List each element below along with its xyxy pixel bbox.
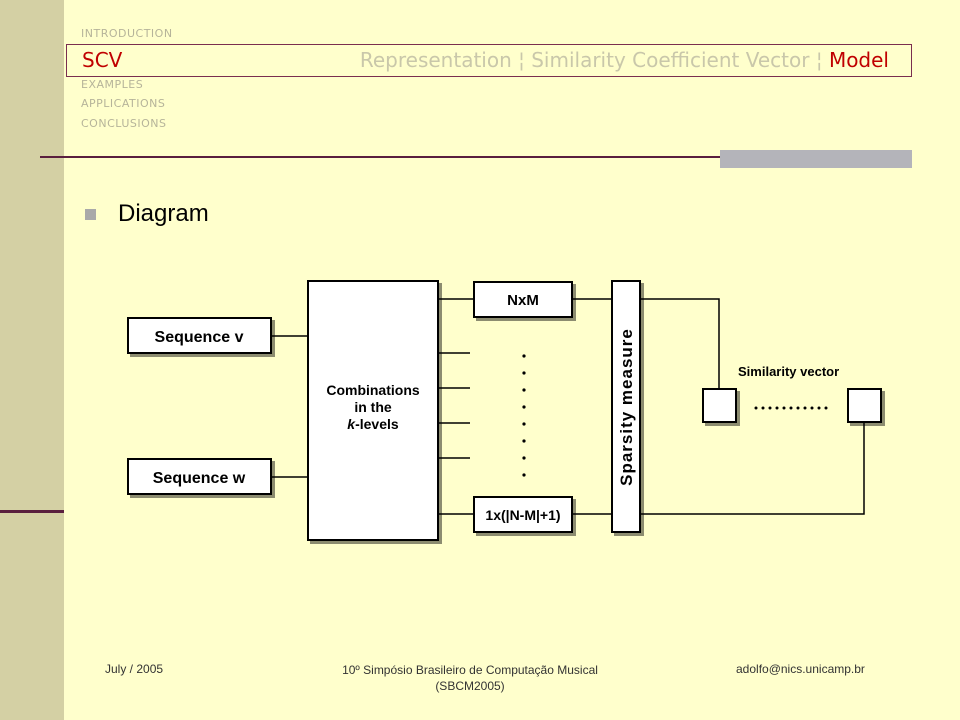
sparsity-box: [611, 280, 641, 533]
bullet-diagram-title: Diagram: [118, 200, 209, 227]
nav-introduction[interactable]: INTRODUCTION: [81, 27, 173, 40]
header-rule-block: [720, 150, 912, 168]
sidebar-marker: [0, 510, 64, 513]
bottom-matrix-label: 1x(|N-M|+1): [485, 507, 560, 523]
sequence-v-label: Sequence v: [155, 329, 244, 346]
combinations-levels: -levels: [355, 416, 399, 432]
nav-current-label: SCV: [82, 48, 123, 72]
connector: [640, 298, 720, 389]
ellipsis-dots-vertical: [522, 354, 526, 477]
footer-conference: 10º Simpósio Brasileiro de Computação Mu…: [320, 662, 620, 694]
combinations-box: [307, 280, 439, 541]
nav-trail-representation: Representation: [359, 48, 512, 72]
footer-email[interactable]: adolfo@nics.unicamp.br: [736, 662, 865, 676]
combinations-label-3: k-levels: [347, 416, 399, 432]
connector: [640, 422, 865, 515]
similarity-first-box: [702, 388, 737, 423]
sequence-w-box: [127, 458, 272, 495]
nav-applications[interactable]: APPLICATIONS: [81, 97, 166, 110]
footer-conference-name: 10º Simpósio Brasileiro de Computação Mu…: [342, 663, 598, 677]
header-rule: [40, 156, 912, 158]
nav-subsection-trail: Representation ¦ Similarity Coefficient …: [360, 48, 889, 72]
nav-examples[interactable]: EXAMPLES: [81, 78, 144, 91]
sequence-w-label: Sequence w: [153, 470, 246, 487]
combinations-label-1: Combinations: [326, 382, 420, 398]
sidebar-strip: [0, 0, 64, 720]
nav-conclusions[interactable]: CONCLUSIONS: [81, 117, 167, 130]
nav-trail-separator: ¦: [815, 48, 823, 72]
sparsity-label: Sparsity measure: [617, 328, 636, 486]
footer-conference-abbrev: (SBCM2005): [435, 679, 505, 693]
bottom-matrix-box: [473, 496, 573, 533]
nav-trail-similarity: Similarity Coefficient Vector: [531, 48, 810, 72]
similarity-last-box: [847, 388, 882, 423]
nav-current-section[interactable]: SCV Representation ¦ Similarity Coeffici…: [66, 44, 912, 77]
nav-trail-separator: ¦: [518, 48, 525, 72]
footer-date: July / 2005: [105, 662, 164, 676]
ellipsis-dots-horizontal: [754, 406, 828, 410]
nxm-label: NxM: [507, 292, 539, 309]
bullet-square-icon: [85, 209, 96, 220]
nav-trail-model: Model: [828, 48, 889, 72]
sequence-v-box: [127, 317, 272, 354]
similarity-vector-label: Similarity vector: [738, 364, 839, 379]
combinations-label-2: in the: [354, 399, 392, 415]
combinations-k: k: [347, 416, 356, 432]
